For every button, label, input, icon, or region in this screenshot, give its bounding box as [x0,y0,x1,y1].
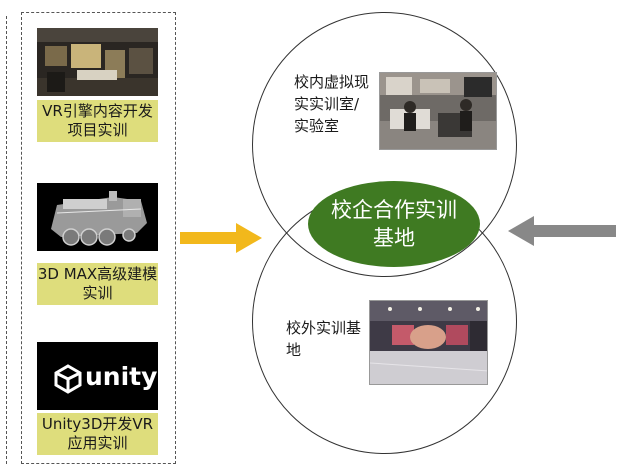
card-label-vr-engine: VR引擎内容开发项目实训 [37,100,158,142]
unity-logo-text: unity [85,362,158,391]
locomotive-image [37,183,158,251]
right-arrow-icon [180,223,262,253]
card-label-3dmax: 3D MAX高级建模实训 [37,263,158,305]
unity-logo: unity [37,342,158,410]
offsite-hall-photo [369,300,488,385]
center-base-label: 校企合作实训基地 [331,198,457,250]
training-list-frame [21,12,176,464]
unity-cube-icon [54,364,82,394]
oncampus-label: 校内虚拟现实实训室/实验室 [294,73,370,135]
offcampus-label: 校外实训基地 [286,319,362,359]
center-base-ellipse: 校企合作实训基地 [308,181,480,267]
card-label-unity: Unity3D开发VR应用实训 [37,413,158,455]
vr-exhibition-image [37,28,158,96]
frame-edge-decoration [6,16,12,464]
vr-lab-photo [379,72,497,150]
left-arrow-icon [508,216,616,246]
